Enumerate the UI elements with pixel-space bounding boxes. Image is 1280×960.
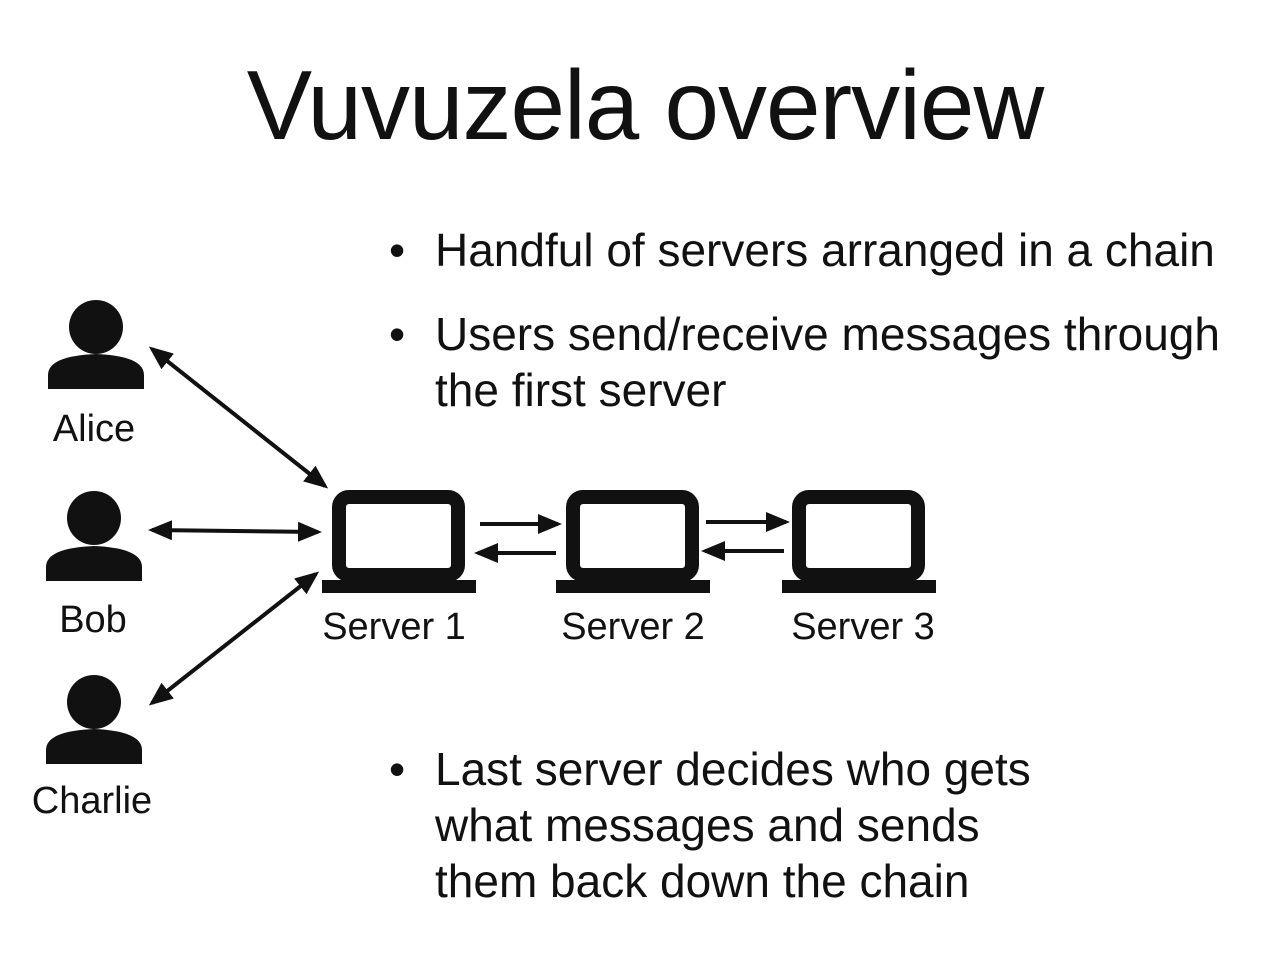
user-label: Alice: [53, 408, 135, 450]
arrow-bob-server1: [148, 520, 322, 542]
user-label: Charlie: [32, 780, 152, 822]
bullet-line: the first server: [435, 364, 727, 416]
user-charlie: Charlie: [32, 675, 152, 822]
bullet-item: • Users send/receive messages through th…: [389, 306, 1275, 418]
bullet-line: Last server decides who gets: [435, 743, 1031, 795]
slide-title: Vuvuzela overview: [246, 50, 1044, 160]
bullet-marker: •: [389, 743, 406, 795]
user-alice: Alice: [48, 300, 144, 450]
person-icon: [46, 491, 142, 581]
bullet-item: • Handful of servers arranged in a chain: [389, 222, 1275, 278]
server-label: Server 2: [561, 606, 705, 648]
server-1: Server 1: [322, 490, 476, 648]
person-icon: [48, 300, 144, 389]
bullet-line: Handful of servers arranged in a chain: [435, 224, 1215, 276]
server-3: Server 3: [782, 490, 936, 648]
laptop-icon: [556, 490, 710, 593]
server-label: Server 1: [322, 606, 466, 648]
server-2: Server 2: [556, 490, 710, 648]
arrow-alice-server1: [148, 346, 329, 489]
bullet-marker: •: [389, 224, 406, 276]
bullet-line: them back down the chain: [435, 855, 970, 907]
arrow-charlie-server1: [148, 571, 320, 706]
person-icon: [46, 675, 142, 764]
server-label: Server 3: [791, 606, 935, 648]
bullet-item: • Last server decides who gets what mess…: [389, 741, 1135, 909]
laptop-icon: [322, 490, 476, 593]
laptop-icon: [782, 490, 936, 593]
bullet-line: Users send/receive messages through: [435, 308, 1220, 360]
user-label: Bob: [59, 599, 127, 641]
bullet-line: what messages and sends: [435, 799, 980, 851]
bullet-marker: •: [389, 308, 406, 360]
user-bob: Bob: [46, 491, 142, 641]
